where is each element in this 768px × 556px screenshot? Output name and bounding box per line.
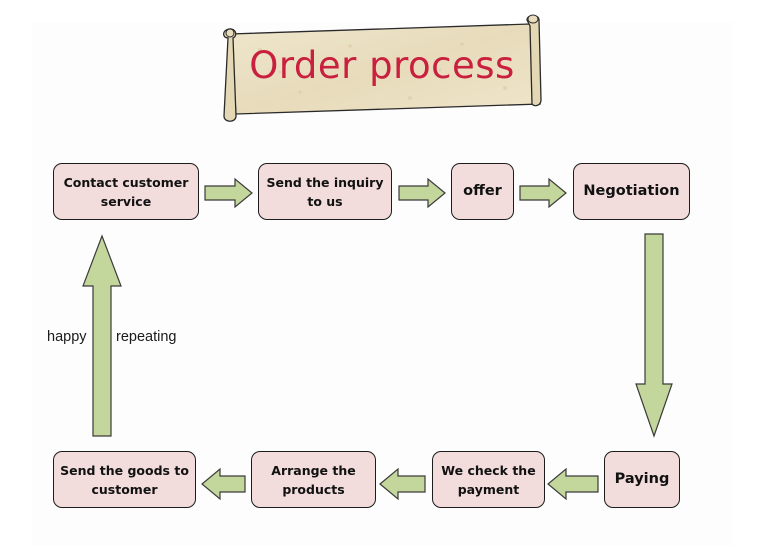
arrow-negotiation-to-paying xyxy=(635,233,673,438)
arrow-paying-to-check xyxy=(547,467,599,501)
node-arrange-products: Arrange the products xyxy=(251,451,376,508)
node-offer: offer xyxy=(451,163,514,220)
loop-label-repeating: repeating xyxy=(116,329,177,345)
node-negotiation: Negotiation xyxy=(573,163,690,220)
arrow-inquiry-to-offer xyxy=(398,177,446,209)
node-contact-customer-service: Contact customer service xyxy=(53,163,199,220)
diagram-title: Order process xyxy=(249,43,515,87)
node-paying: Paying xyxy=(604,451,680,508)
arrow-send-to-contact xyxy=(82,234,122,437)
arrow-offer-to-negotiation xyxy=(519,177,567,209)
loop-label-happy: happy xyxy=(47,329,87,345)
arrow-check-to-arrange xyxy=(379,467,426,501)
arrow-contact-to-inquiry xyxy=(204,177,253,209)
scroll-left-roll xyxy=(222,28,237,122)
arrow-arrange-to-send xyxy=(201,467,246,501)
node-send-goods: Send the goods to customer xyxy=(53,451,196,508)
node-send-inquiry: Send the inquiry to us xyxy=(258,163,392,220)
node-check-payment: We check the payment xyxy=(432,451,545,508)
